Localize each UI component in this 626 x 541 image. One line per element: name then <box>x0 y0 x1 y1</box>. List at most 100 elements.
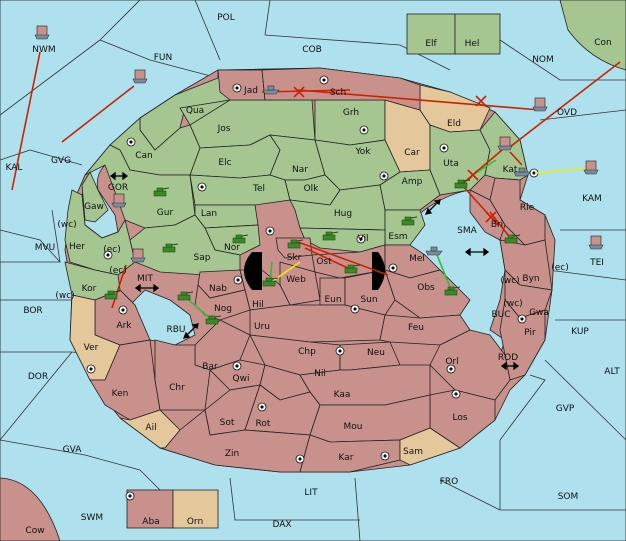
label-som: SOM <box>558 492 579 502</box>
label-chp: Chp <box>298 347 316 357</box>
supply-center-icon <box>379 171 389 181</box>
label-aba: Aba <box>142 517 159 527</box>
label-ovd: OVD <box>557 108 577 118</box>
label-cow: Cow <box>25 526 44 536</box>
ship-icon <box>132 69 148 84</box>
label-lan: Lan <box>201 209 217 219</box>
sea-labels: POLFUNCOBNWMNOMConOVDKALGVGGORMVUMITKAMS… <box>6 13 621 536</box>
territory-hel[interactable] <box>454 13 501 55</box>
label-bor: BOR <box>23 306 42 316</box>
label-obs: Obs <box>417 283 435 293</box>
label-orn: Orn <box>187 517 203 527</box>
double-arrow-icon <box>424 199 441 215</box>
double-arrow-icon <box>182 323 199 339</box>
x-mark-icon <box>293 86 305 98</box>
label-hil: Hil <box>252 300 264 310</box>
territory-sam[interactable] <box>399 427 461 466</box>
territory-gaw[interactable] <box>81 171 109 223</box>
supply-center-icon <box>232 361 242 371</box>
territory-her[interactable] <box>64 189 136 276</box>
supply-center-icon <box>380 451 390 461</box>
supply-center-icon <box>446 364 456 374</box>
label-jos: Jos <box>217 124 231 134</box>
label-buc: BUC <box>491 310 510 320</box>
label-her: Her <box>69 242 85 252</box>
label-swm: SWM <box>81 513 103 523</box>
label-mit: MIT <box>137 274 153 284</box>
label-rie: Rie <box>520 203 535 213</box>
label-grh: Grh <box>343 108 359 118</box>
territory-orl[interactable] <box>429 329 511 401</box>
supply-center-icon <box>319 75 329 85</box>
territory-pir[interactable] <box>499 299 546 381</box>
label-gvg: GVG <box>51 156 71 166</box>
label-ec3: (ec) <box>551 263 569 273</box>
territory-zin[interactable] <box>159 409 311 473</box>
label-byn: Byn <box>522 274 539 284</box>
label-lit: LIT <box>304 488 318 498</box>
move-arrow <box>269 261 301 284</box>
territory-sch[interactable] <box>261 67 421 111</box>
double-arrow-icon <box>109 171 129 181</box>
supply-center-icon <box>335 346 345 356</box>
territory-grh[interactable] <box>314 99 386 146</box>
label-alt: ALT <box>604 367 620 377</box>
double-arrow-icon <box>464 247 490 257</box>
territory-chr[interactable] <box>154 339 211 411</box>
supply-center-icon <box>125 491 135 501</box>
label-sot: Sot <box>220 418 235 428</box>
supply-center-icon <box>356 234 366 244</box>
territory-elf[interactable] <box>406 13 456 55</box>
label-kar: Kar <box>339 453 354 463</box>
ship-icon <box>130 248 146 263</box>
territory-jad[interactable] <box>217 69 266 101</box>
label-sch: Sch <box>330 88 346 98</box>
label-kat: Kat <box>503 165 518 175</box>
label-eld: Eld <box>447 119 461 129</box>
supply-center-icon <box>388 263 398 273</box>
label-kup: KUP <box>571 327 589 337</box>
label-gor: GOR <box>108 183 128 193</box>
move-arrow <box>509 151 523 166</box>
x-mark-icon <box>467 169 479 181</box>
label-bri: Bri <box>491 220 503 230</box>
label-mou: Mou <box>344 422 363 432</box>
label-ec2: (ec) <box>109 266 127 276</box>
label-fun: FUN <box>154 53 173 63</box>
territory-orn[interactable] <box>172 489 219 529</box>
ship-icon <box>111 193 127 208</box>
label-yok: Yok <box>354 147 371 157</box>
territory-aba[interactable] <box>126 489 174 529</box>
territory-uru[interactable] <box>249 304 386 343</box>
label-can: Can <box>135 151 153 161</box>
label-web: Web <box>286 275 306 285</box>
label-nog: Nog <box>214 304 232 314</box>
label-ost: Ost <box>316 257 332 267</box>
supply-center-icon <box>126 137 136 147</box>
label-nwm: NWM <box>32 45 55 55</box>
label-zin: Zin <box>225 449 239 459</box>
move-arrow <box>61 85 135 143</box>
label-dor: DOR <box>28 372 48 382</box>
green-territories <box>64 69 529 301</box>
label-ail: Ail <box>145 423 156 433</box>
label-wc1: (wc) <box>57 220 76 230</box>
supply-center-icon <box>295 454 305 464</box>
label-pol: POL <box>217 13 235 23</box>
label-gaw: Gaw <box>84 202 104 212</box>
label-sam: Sam <box>403 447 423 457</box>
label-gvp: GVP <box>556 404 575 414</box>
label-mel: Mel <box>409 254 425 264</box>
territory-web[interactable] <box>279 261 321 306</box>
label-kor: Kor <box>82 284 97 294</box>
supply-center-icon <box>517 314 527 324</box>
label-wc4: (wc) <box>503 299 522 309</box>
crossings <box>109 171 520 371</box>
label-nom: NOM <box>532 55 554 65</box>
label-cob: COB <box>302 45 322 55</box>
move-arrow <box>304 247 353 271</box>
label-wc2: (wc) <box>55 291 74 301</box>
